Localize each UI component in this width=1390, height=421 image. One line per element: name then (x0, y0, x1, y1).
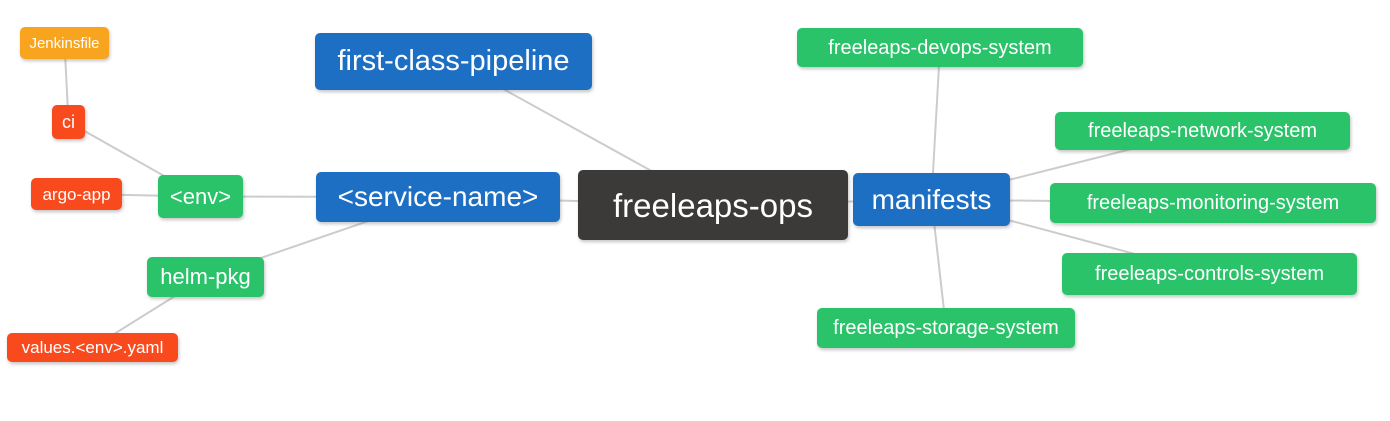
node-label-controls-system: freeleaps-controls-system (1095, 263, 1324, 285)
mindmap-node-first-class-pipeline[interactable]: first-class-pipeline (315, 33, 592, 90)
node-label-env: <env> (169, 183, 232, 209)
mindmap-node-manifests[interactable]: manifests (853, 173, 1010, 226)
mindmap-node-ci[interactable]: ci (52, 105, 85, 139)
mindmap-node-network-system[interactable]: freeleaps-network-system (1055, 112, 1350, 150)
node-label-service-name: <service-name> (337, 181, 539, 212)
mindmap-node-jenkinsfile[interactable]: Jenkinsfile (20, 27, 109, 59)
mindmap-node-service-name[interactable]: <service-name> (316, 172, 560, 222)
node-label-network-system: freeleaps-network-system (1088, 120, 1317, 142)
mindmap-node-argo-app[interactable]: argo-app (31, 178, 122, 210)
node-label-values-env-yaml: values.<env>.yaml (21, 338, 164, 357)
node-label-ci: ci (62, 112, 75, 132)
mindmap-node-helm-pkg[interactable]: helm-pkg (147, 257, 264, 297)
node-label-manifests: manifests (871, 183, 992, 215)
mindmap-node-devops-system[interactable]: freeleaps-devops-system (797, 28, 1083, 67)
node-label-first-class-pipeline: first-class-pipeline (337, 45, 570, 77)
node-label-storage-system: freeleaps-storage-system (833, 317, 1059, 339)
mindmap-node-storage-system[interactable]: freeleaps-storage-system (817, 308, 1075, 348)
mindmap-node-freeleaps-ops[interactable]: freeleaps-ops (578, 170, 848, 240)
mindmap-node-monitoring-system[interactable]: freeleaps-monitoring-system (1050, 183, 1376, 223)
node-label-devops-system: freeleaps-devops-system (828, 36, 1052, 59)
node-label-monitoring-system: freeleaps-monitoring-system (1086, 192, 1340, 214)
mindmap-node-values-env-yaml[interactable]: values.<env>.yaml (7, 333, 178, 362)
mindmap-node-controls-system[interactable]: freeleaps-controls-system (1062, 253, 1357, 295)
mindmap-node-env[interactable]: <env> (158, 175, 243, 218)
node-label-helm-pkg: helm-pkg (160, 264, 251, 289)
node-label-argo-app: argo-app (42, 184, 111, 204)
node-label-freeleaps-ops: freeleaps-ops (613, 186, 813, 224)
node-label-jenkinsfile: Jenkinsfile (29, 34, 100, 52)
